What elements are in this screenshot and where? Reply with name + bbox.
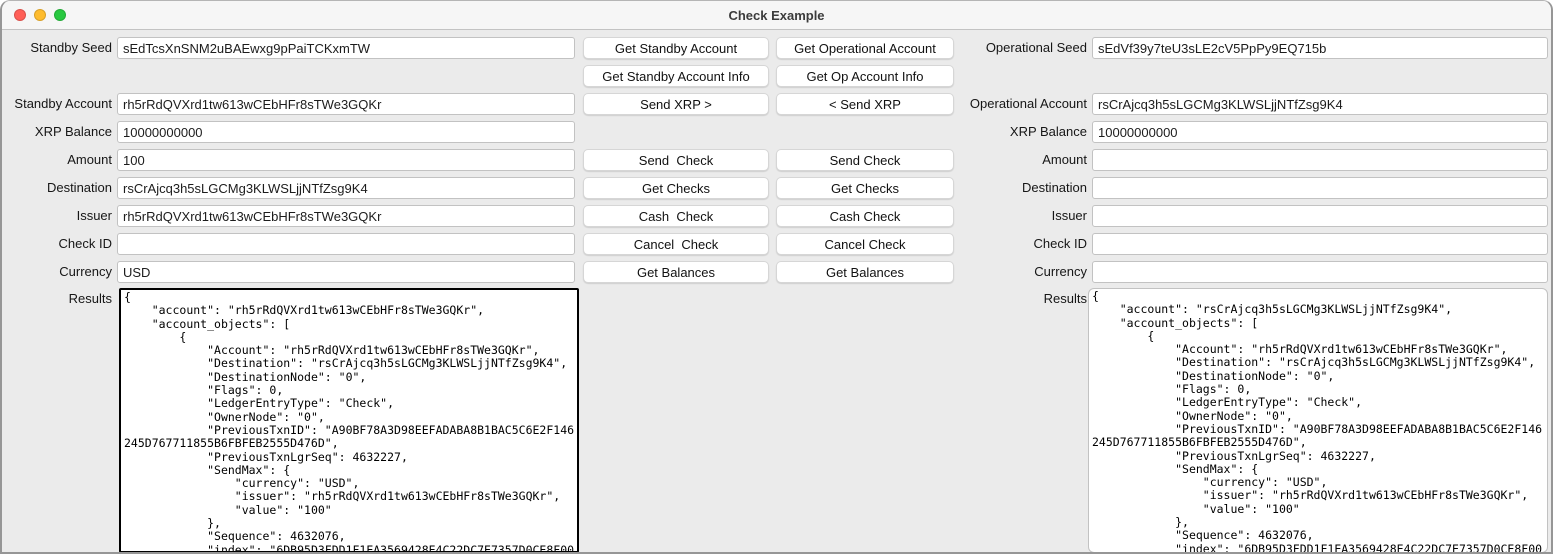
operational-account-label: Operational Account	[969, 96, 1087, 111]
close-button[interactable]	[14, 9, 26, 21]
operational-issuer-label: Issuer	[1051, 208, 1087, 223]
standby-check-id-label: Check ID	[58, 236, 112, 251]
standby-results-label: Results	[68, 291, 112, 306]
get-standby-account-info-button[interactable]: Get Standby Account Info	[583, 65, 769, 87]
operational-results-label: Results	[1043, 291, 1087, 306]
standby-account-label: Standby Account	[14, 96, 112, 111]
operational-amount-input[interactable]	[1092, 149, 1548, 171]
operational-account-input[interactable]	[1092, 93, 1548, 115]
operational-cash-check-button[interactable]: Cash Check	[776, 205, 954, 227]
operational-results-area[interactable]: { "account": "rsCrAjcq3h5sLGCMg3KLWSLjjN…	[1088, 288, 1548, 553]
operational-seed-label: Operational Seed	[985, 40, 1087, 55]
window-title: Check Example	[728, 7, 825, 23]
send-xrp-right-button[interactable]: Send XRP >	[583, 93, 769, 115]
standby-send-check-button[interactable]: Send Check	[583, 149, 769, 171]
operational-destination-label: Destination	[1021, 180, 1087, 195]
standby-destination-input[interactable]	[117, 177, 575, 199]
titlebar[interactable]: Check Example	[2, 1, 1551, 30]
zoom-button[interactable]	[54, 9, 66, 21]
standby-currency-label: Currency	[59, 264, 112, 279]
operational-check-id-input[interactable]	[1092, 233, 1548, 255]
standby-currency-input[interactable]	[117, 261, 575, 283]
standby-cancel-check-button[interactable]: Cancel Check	[583, 233, 769, 255]
operational-destination-input[interactable]	[1092, 177, 1548, 199]
operational-get-checks-button[interactable]: Get Checks	[776, 177, 954, 199]
standby-get-balances-button[interactable]: Get Balances	[583, 261, 769, 283]
standby-issuer-input[interactable]	[117, 205, 575, 227]
standby-xrp-balance-label: XRP Balance	[34, 124, 112, 139]
operational-seed-input[interactable]	[1092, 37, 1548, 59]
operational-currency-input[interactable]	[1092, 261, 1548, 283]
standby-seed-label: Standby Seed	[30, 40, 112, 55]
standby-check-id-input[interactable]	[117, 233, 575, 255]
standby-issuer-label: Issuer	[76, 208, 112, 223]
operational-get-balances-button[interactable]: Get Balances	[776, 261, 954, 283]
standby-results-area[interactable]: { "account": "rh5rRdQVXrd1tw613wCEbHFr8s…	[119, 288, 579, 553]
standby-destination-label: Destination	[46, 180, 112, 195]
minimize-button[interactable]	[34, 9, 46, 21]
standby-cash-check-button[interactable]: Cash Check	[583, 205, 769, 227]
operational-cancel-check-button[interactable]: Cancel Check	[776, 233, 954, 255]
traffic-lights	[14, 9, 66, 21]
operational-issuer-input[interactable]	[1092, 205, 1548, 227]
send-xrp-left-button[interactable]: < Send XRP	[776, 93, 954, 115]
operational-xrp-balance-input[interactable]	[1092, 121, 1548, 143]
standby-seed-input[interactable]	[117, 37, 575, 59]
get-operational-account-button[interactable]: Get Operational Account	[776, 37, 954, 59]
standby-get-checks-button[interactable]: Get Checks	[583, 177, 769, 199]
operational-currency-label: Currency	[1034, 264, 1087, 279]
get-standby-account-button[interactable]: Get Standby Account	[583, 37, 769, 59]
operational-send-check-button[interactable]: Send Check	[776, 149, 954, 171]
standby-results-text: { "account": "rh5rRdQVXrd1tw613wCEbHFr8s…	[124, 290, 575, 553]
operational-xrp-balance-label: XRP Balance	[1009, 124, 1087, 139]
standby-amount-label: Amount	[67, 152, 112, 167]
standby-amount-input[interactable]	[117, 149, 575, 171]
operational-check-id-label: Check ID	[1033, 236, 1087, 251]
operational-amount-label: Amount	[1042, 152, 1087, 167]
get-op-account-info-button[interactable]: Get Op Account Info	[776, 65, 954, 87]
standby-xrp-balance-input[interactable]	[117, 121, 575, 143]
standby-account-input[interactable]	[117, 93, 575, 115]
operational-results-text: { "account": "rsCrAjcq3h5sLGCMg3KLWSLjjN…	[1092, 289, 1543, 553]
